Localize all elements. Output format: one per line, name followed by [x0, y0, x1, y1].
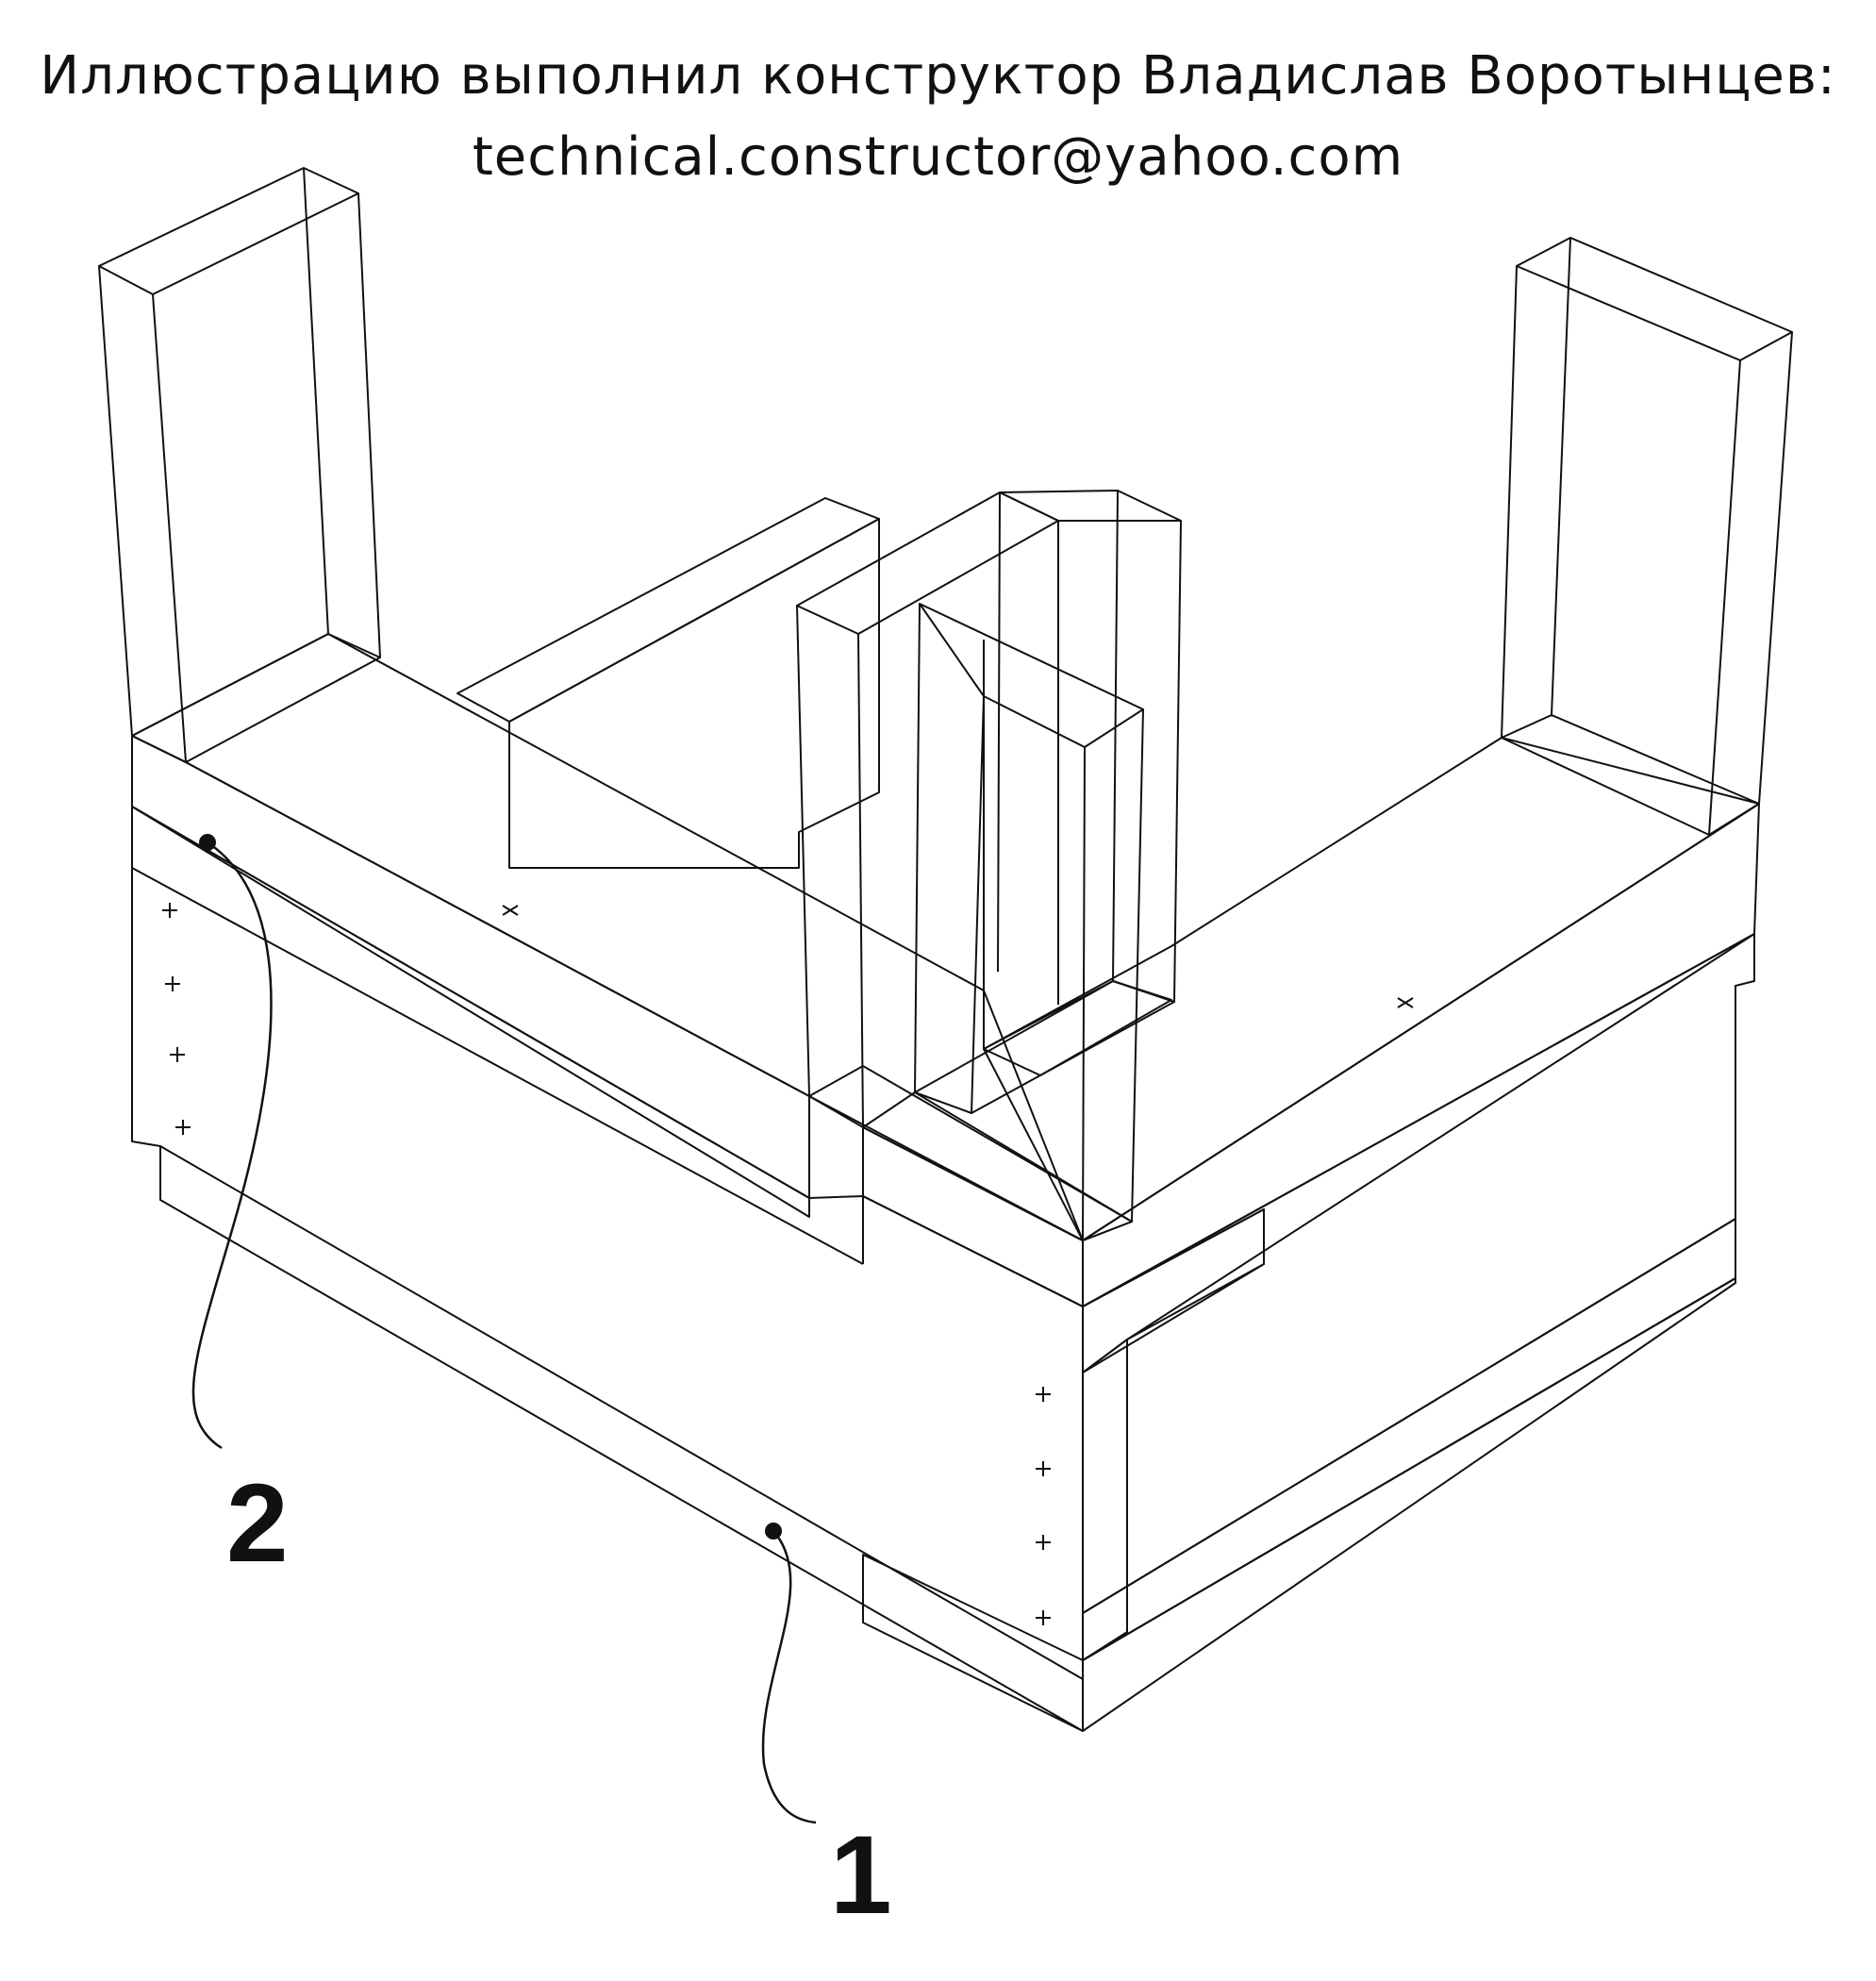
right-beam-groove-line — [1082, 933, 1755, 1307]
credit-header: Иллюстрацию выполнил конструктор Владисл… — [0, 36, 1876, 198]
centre-joint-end-grain — [808, 980, 1175, 1241]
right-beam — [983, 714, 1760, 1307]
lower-left-sill-top-groove — [131, 867, 864, 1265]
credit-line-author: Иллюстрацию выполнил конструктор Владисл… — [40, 45, 1836, 107]
centre-markers — [502, 905, 1414, 1008]
joint-end-grain-slot — [983, 980, 1172, 1076]
crossbar-top-face — [457, 497, 880, 723]
ghost-post-left — [98, 167, 381, 763]
callout-2-leader — [191, 841, 273, 1450]
nail-markers-right — [1036, 1387, 1051, 1625]
left-beam-top-face — [131, 633, 1084, 1241]
crossbar-front-face — [508, 518, 880, 869]
ghost-post-centre-back — [796, 490, 1182, 1128]
lower-right-sill-face — [1082, 933, 1755, 1614]
left-beam-end-grain — [131, 633, 381, 763]
callout-2-label: 2 — [226, 1461, 289, 1586]
lower-right-sill-bottom — [1082, 1218, 1736, 1661]
left-beam-side-face — [131, 735, 810, 1218]
lower-right-sill — [1082, 933, 1755, 1732]
credit-line-email: technical.constructor@yahoo.com — [472, 126, 1404, 188]
nail-markers-left — [162, 903, 191, 1135]
upper-post-side — [1082, 1208, 1265, 1373]
upper-post-face — [862, 1126, 1265, 1373]
callout-1: 1 — [761, 1523, 892, 1938]
right-beam-top-face — [983, 737, 1760, 1241]
callout-2: 2 — [191, 834, 289, 1586]
joint-end-grain-lower — [862, 1091, 1133, 1241]
callout-1-label: 1 — [830, 1813, 892, 1938]
ghost-post-centre-front — [914, 603, 1144, 1241]
lower-left-sill — [131, 736, 1084, 1732]
left-beam — [131, 633, 1084, 1241]
lower-post-face — [1082, 1339, 1128, 1661]
back-crossbar-beam — [457, 497, 880, 869]
lower-right-sill-base — [1082, 1277, 1736, 1732]
right-beam-side-face — [1082, 803, 1760, 1307]
lower-post-front — [862, 1554, 1084, 1732]
callout-1-leader — [761, 1530, 817, 1824]
lower-left-sill-bottom-groove — [159, 1145, 1084, 1680]
right-beam-end-grain — [1501, 714, 1760, 836]
ghost-post-right — [1501, 237, 1793, 836]
